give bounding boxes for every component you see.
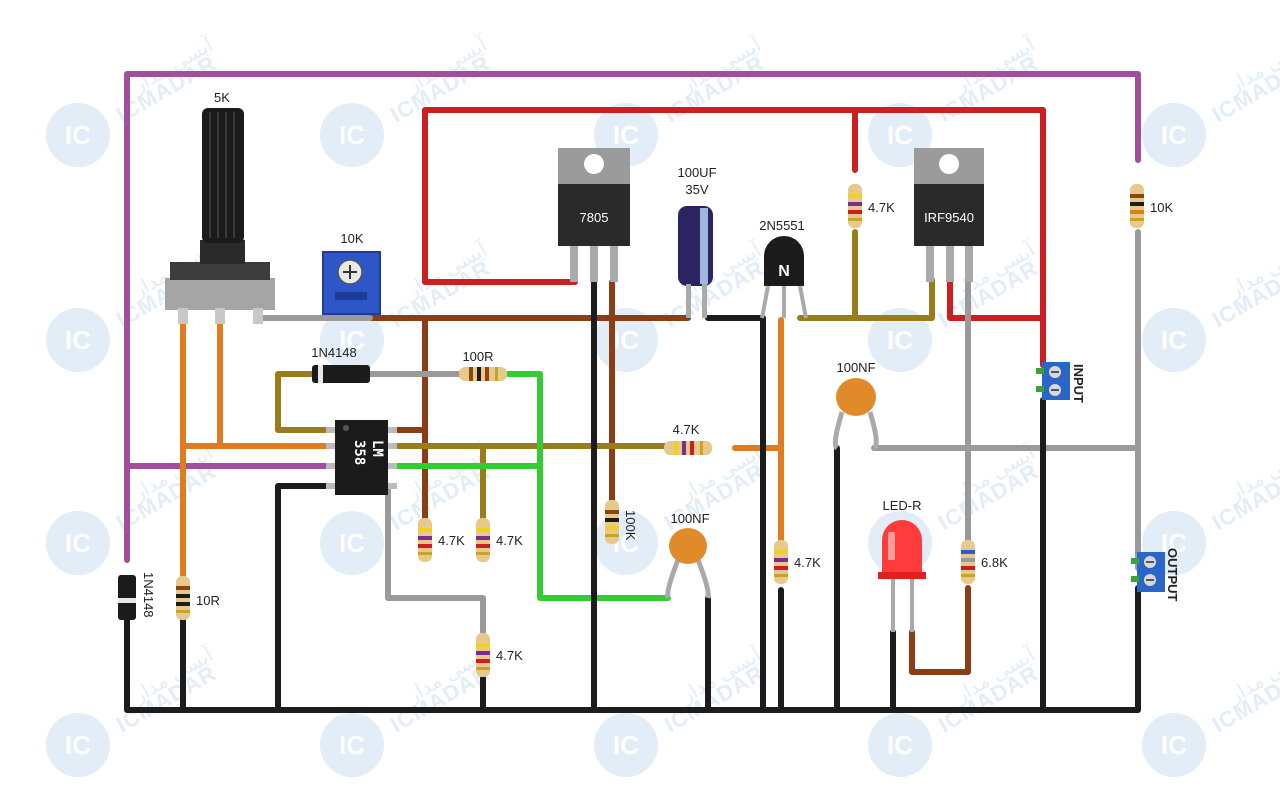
res-4k7-top-label: 4.7K [868,200,895,215]
cap-100nf-right-label: 100NF [836,360,875,375]
input-label: INPUT [1071,364,1086,403]
svg-text:IC: IC [887,120,913,150]
wire-black [124,279,1141,713]
res-4k7-mid-label: 4.7K [673,422,700,437]
ic-lm358[interactable] [326,420,397,495]
capacitor-100nf-mid[interactable] [665,528,711,599]
resistor-100r[interactable] [459,367,507,381]
capacitor-100nf-right[interactable] [832,378,879,451]
regulator-7805[interactable] [558,148,630,282]
resistor-10k-right[interactable] [1130,184,1144,228]
wire-green [385,371,671,601]
mosfet-label: IRF9540 [924,210,974,225]
terminal-input[interactable] [1036,362,1070,400]
resistor-4k7-c[interactable] [774,540,788,584]
svg-text:IC: IC [1161,120,1187,150]
resistor-4k7-b[interactable] [476,518,490,562]
pot-label: 5K [214,90,230,105]
terminal-output[interactable] [1131,552,1165,592]
wire-gray [257,229,1141,635]
capacitor-100uf[interactable] [678,206,713,318]
svg-text:IC: IC [339,120,365,150]
ic-label-line2: 358 [351,440,367,465]
res-4k7-b-label: 4.7K [496,533,523,548]
svg-text:IC: IC [65,528,91,558]
wire-red [422,107,1046,368]
resistor-4k7-top[interactable] [848,184,862,228]
res-4k7-a-label: 4.7K [438,533,465,548]
diode-1n4148-left[interactable] [118,575,136,620]
svg-text:IC: IC [339,528,365,558]
trimmer-label: 10K [340,231,363,246]
resistor-4k7-mid[interactable] [664,441,712,455]
resistor-4k7-bottom[interactable] [476,633,490,677]
mosfet-irf9540[interactable] [914,148,984,282]
res-10k-right-label: 10K [1150,200,1173,215]
diode-1n4148-top[interactable] [312,365,370,383]
trimmer-10k[interactable] [322,251,381,315]
cap-top-line2: 35V [685,182,708,197]
res-100k-label: 100K [623,510,638,541]
wire-brown [367,279,971,675]
svg-text:IC: IC [339,325,365,355]
diode-left-label: 1N4148 [141,572,156,618]
wire-orange [180,312,784,578]
svg-text:IC: IC [1161,325,1187,355]
regulator-label: 7805 [580,210,609,225]
svg-text:IC: IC [613,120,639,150]
svg-text:IC: IC [339,730,365,760]
res-4k7-bottom-label: 4.7K [496,648,523,663]
transistor-label: 2N5551 [759,218,805,233]
svg-text:IC: IC [887,325,913,355]
potentiometer-5k[interactable] [165,108,275,324]
svg-text:IC: IC [887,730,913,760]
resistor-100k[interactable] [605,500,619,544]
led-label: LED-R [882,498,921,513]
svg-text:IC: IC [65,730,91,760]
svg-text:IC: IC [65,325,91,355]
output-label: OUTPUT [1165,548,1180,602]
wire-olive [275,229,935,523]
cap-top-line1: 100UF [677,165,716,180]
cap-100nf-mid-label: 100NF [670,511,709,526]
svg-text:IC: IC [613,730,639,760]
resistor-6k8[interactable] [961,540,975,584]
transistor-mark: N [778,263,790,280]
led-red[interactable] [878,520,926,632]
res-10r-label: 10R [196,593,220,608]
svg-text:IC: IC [1161,730,1187,760]
res-100r-label: 100R [462,349,493,364]
resistor-10r[interactable] [176,576,190,620]
res-6k8-label: 6.8K [981,555,1008,570]
svg-text:IC: IC [613,325,639,355]
svg-text:IC: IC [1161,528,1187,558]
transistor-2n5551[interactable] [760,236,808,319]
ic-label-line1: LM [369,440,385,457]
res-4k7-c-label: 4.7K [794,555,821,570]
svg-text:IC: IC [65,120,91,150]
resistor-4k7-a[interactable] [418,518,432,562]
diode-top-label: 1N4148 [311,345,357,360]
wire-purple-top [124,71,1141,563]
